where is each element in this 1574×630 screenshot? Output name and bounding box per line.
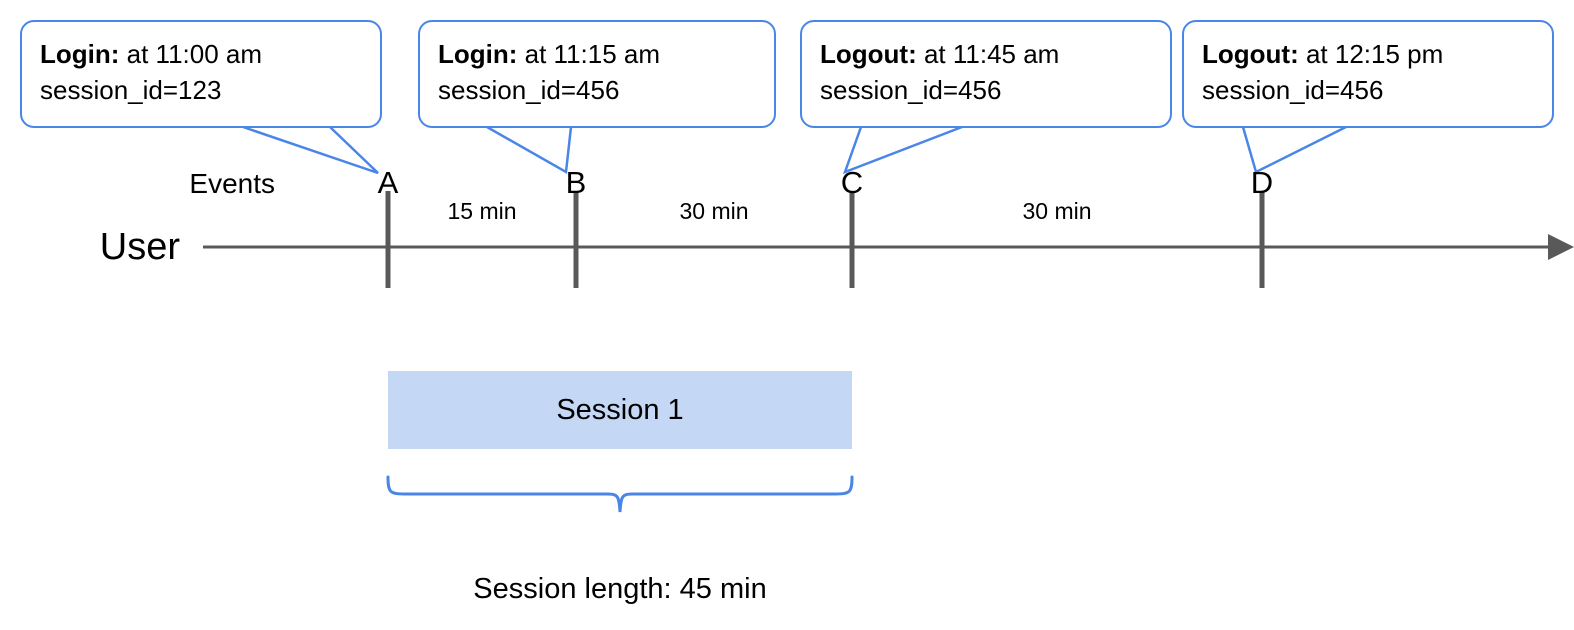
callout-line-primary: Login: at 11:15 am [438,36,756,72]
events-row-label: Events [189,168,275,199]
tick-label-b: B [565,165,587,200]
callout-time-label: at 11:00 am [119,39,263,69]
callout-tail-c [842,125,963,175]
tick-label-d: D [1250,165,1274,200]
callout-bubble-c[interactable]: Logout: at 11:45 am session_id=456 [800,20,1172,128]
callout-event-label: Logout: [1202,39,1299,69]
timeline-axis [203,234,1574,260]
session-length-caption: Session length: 45 min [473,573,767,605]
callout-tail-d [1241,125,1347,174]
user-row-label: User [99,226,180,268]
interval-label-b-c: 30 min [679,198,749,224]
interval-label-c-d: 30 min [1022,198,1092,224]
session-brace [386,475,854,513]
callout-time-label: at 12:15 pm [1298,39,1444,69]
callout-bubble-a[interactable]: Login: at 11:00 am session_id=123 [20,20,382,128]
interval-label-a-b: 15 min [447,198,517,224]
callout-event-label: Logout: [820,39,917,69]
session-bar[interactable]: Session 1 [388,371,852,449]
callout-session-label: session_id=123 [40,75,222,105]
session-bar-label: Session 1 [556,393,684,426]
callout-bubble-b[interactable]: Login: at 11:15 am session_id=456 [418,20,776,128]
tick-label-a: A [377,165,399,200]
tick-label-c: C [840,165,864,200]
callout-event-label: Login: [40,39,120,69]
callout-session-label: session_id=456 [438,75,620,105]
callout-event-label: Login: [438,39,518,69]
callout-session-label: session_id=456 [820,75,1002,105]
callout-session-label: session_id=456 [1202,75,1384,105]
callout-line-primary: Logout: at 11:45 am [820,36,1152,72]
callout-bubble-d[interactable]: Logout: at 12:15 pm session_id=456 [1182,20,1554,128]
callout-time-label: at 11:45 am [916,39,1060,69]
callout-time-label: at 11:15 am [517,39,661,69]
callout-tail-b [486,125,573,175]
callout-line-primary: Login: at 11:00 am [40,36,362,72]
callout-line-primary: Logout: at 12:15 pm [1202,36,1534,72]
callout-tail-a [242,125,379,175]
